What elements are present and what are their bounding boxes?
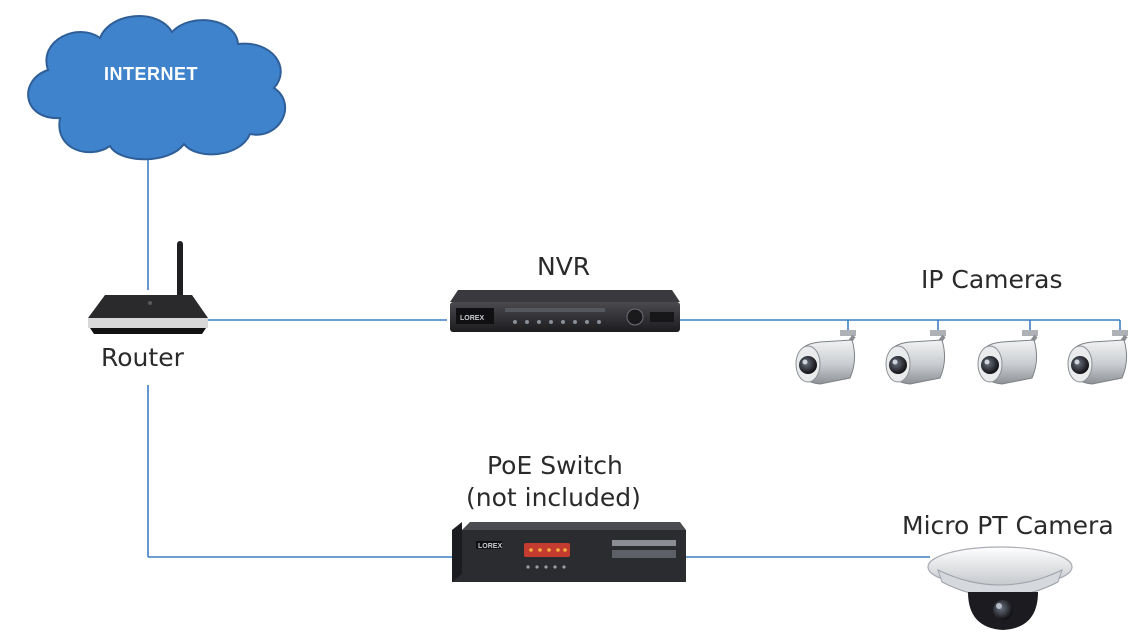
nvr-label: NVR [537, 252, 591, 281]
ip-cameras-label: IP Cameras [921, 265, 1063, 294]
ip-camera-icon [885, 330, 946, 385]
micro-pt-camera-icon [927, 546, 1073, 630]
nvr-brand-label: LOREX [460, 315, 484, 322]
micro-pt-camera-label: Micro PT Camera [902, 511, 1114, 540]
switch-brand-label: LOREX [478, 543, 502, 550]
cloud-label: INTERNET [104, 64, 198, 84]
poe-switch-note: (not included) [466, 483, 641, 512]
connection-lines [147, 150, 1121, 558]
poe-switch-icon [452, 522, 686, 582]
nvr-icon [450, 290, 680, 332]
ip-camera-icon [795, 330, 856, 385]
router-label: Router [101, 343, 184, 372]
cloud-icon [27, 15, 287, 161]
poe-switch-label: PoE Switch [487, 451, 623, 480]
router-icon [88, 241, 208, 334]
ip-camera-icon [977, 330, 1038, 385]
ip-camera-icon [1067, 330, 1128, 385]
